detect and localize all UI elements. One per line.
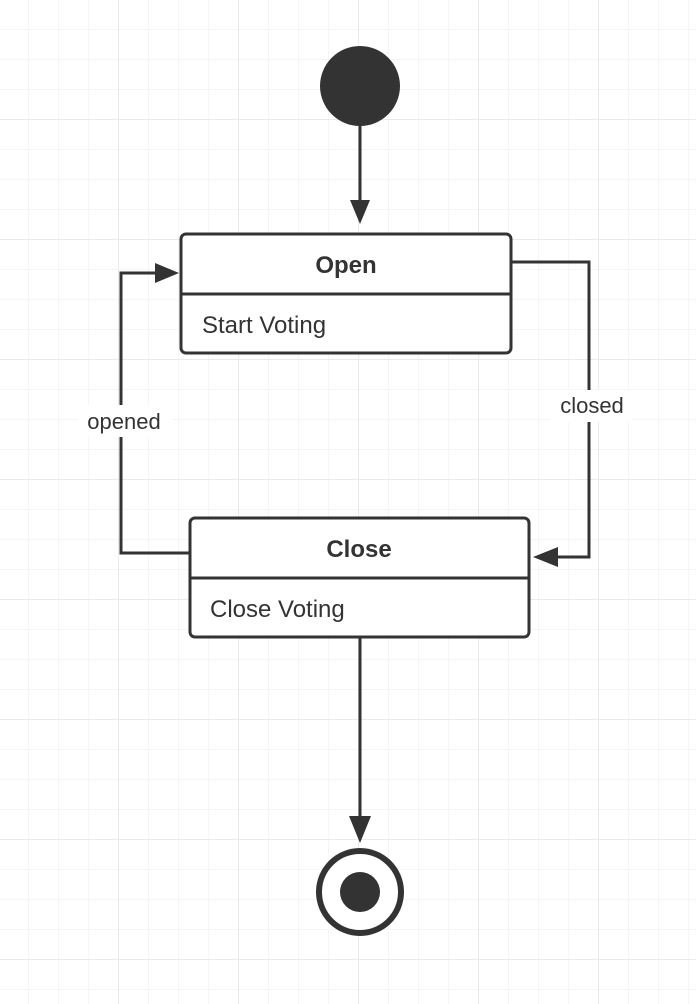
state-close-action: Close Voting (210, 596, 345, 623)
transition-closed-label: closed (560, 393, 624, 418)
closed-label-background (550, 390, 632, 422)
state-open[interactable]: Open Start Voting (179, 232, 513, 355)
state-close-title: Close (326, 536, 391, 563)
transition-initial-to-open[interactable] (350, 126, 370, 224)
transition-opened-label: opened (87, 409, 160, 434)
final-state-node[interactable] (316, 848, 404, 936)
transition-close-to-final[interactable] (349, 637, 371, 843)
transition-closed[interactable]: closed (511, 260, 632, 567)
state-open-action: Start Voting (202, 312, 326, 339)
opened-label-background (78, 405, 172, 437)
state-close[interactable]: Close Close Voting (188, 516, 531, 639)
transition-opened[interactable]: opened (78, 263, 190, 555)
state-open-title: Open (315, 252, 376, 279)
initial-state-node[interactable] (320, 46, 400, 126)
